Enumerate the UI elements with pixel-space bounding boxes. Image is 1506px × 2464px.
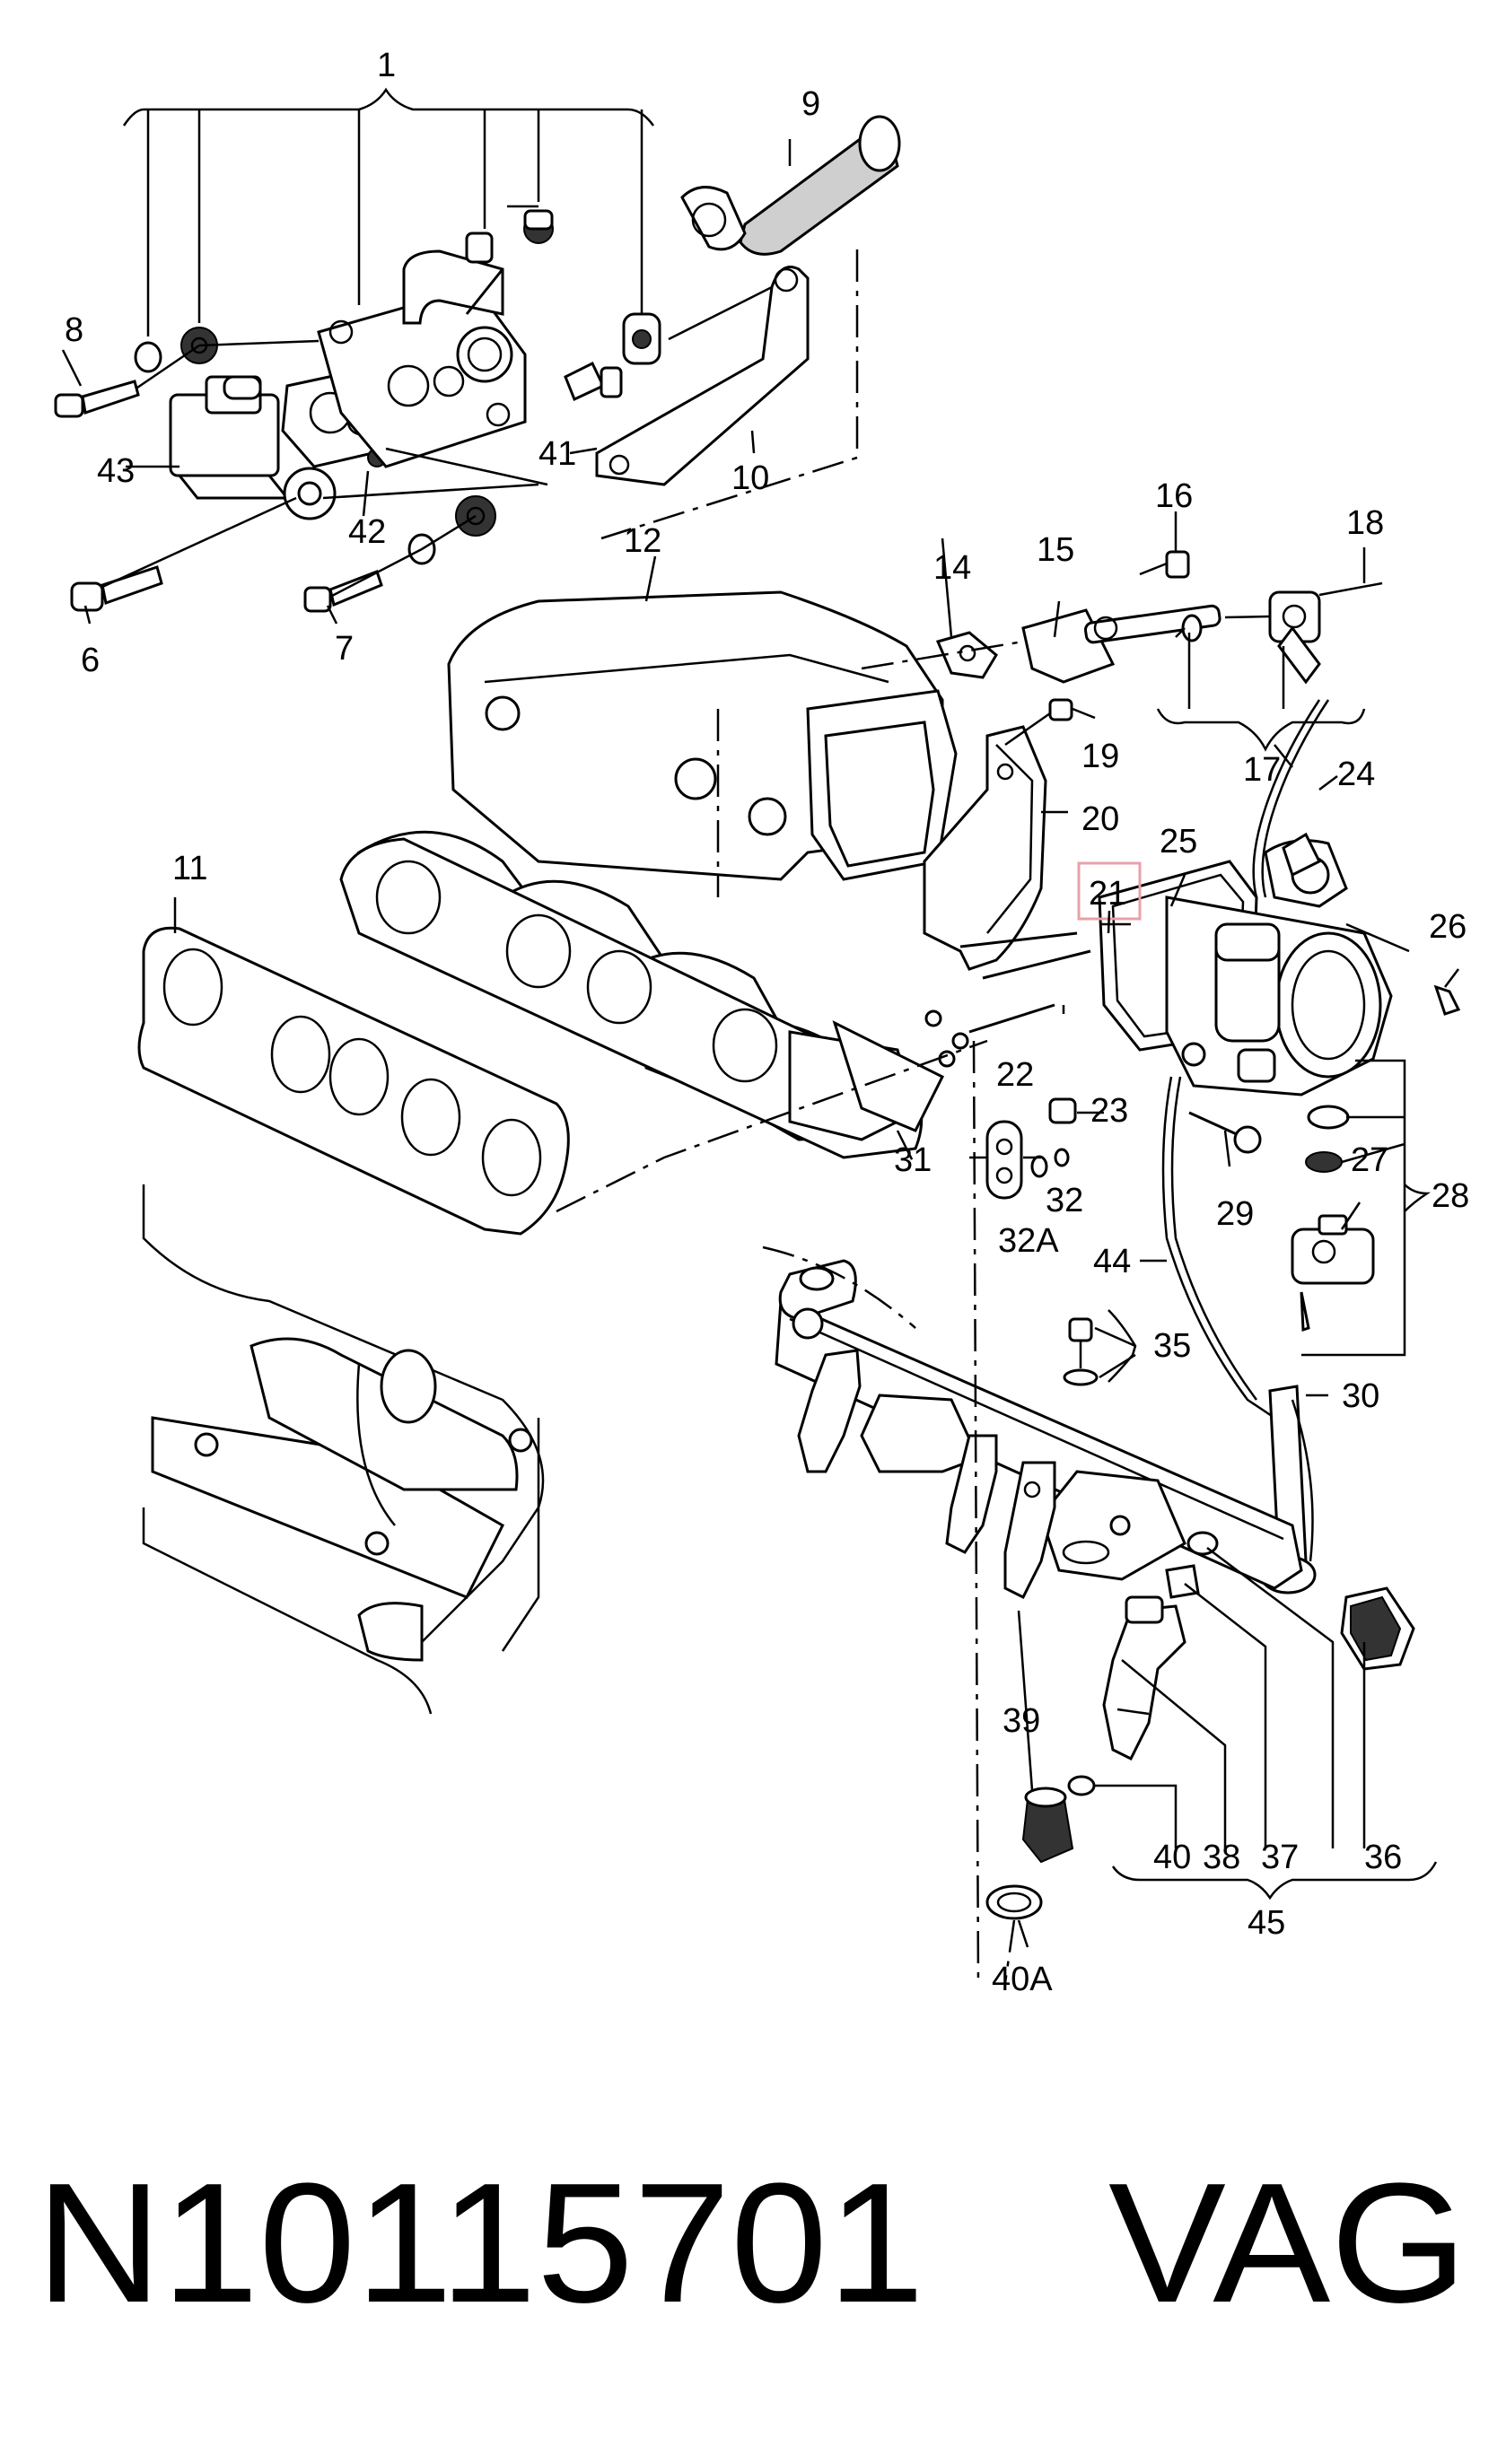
bolt-23: [1048, 1097, 1077, 1124]
screw-35: [1063, 1317, 1099, 1386]
callout-19: 19: [1081, 738, 1119, 775]
callout-27: 27: [1351, 1141, 1388, 1179]
callout-37: 37: [1261, 1839, 1299, 1876]
oring-40: [1067, 1775, 1096, 1796]
callout-1: 1: [377, 47, 396, 84]
callout-26: 26: [1429, 908, 1467, 946]
callout-11: 11: [172, 850, 207, 887]
bolt-6: [70, 565, 163, 612]
linkage-15: [1021, 604, 1221, 684]
brand-name: VAG: [1108, 2148, 1467, 2338]
throttle-body: [1165, 832, 1410, 1097]
callout-43: 43: [97, 452, 135, 490]
callout-28: 28: [1432, 1177, 1469, 1215]
callout-16: 16: [1155, 477, 1193, 515]
shield-20: [923, 725, 1047, 971]
regulator-36: [1340, 1586, 1415, 1671]
callout-36: 36: [1364, 1839, 1402, 1876]
callout-25: 25: [1160, 823, 1197, 861]
callout-17: 17: [1243, 751, 1281, 789]
washer-32a: [1030, 1155, 1048, 1178]
callout-12: 12: [624, 522, 661, 560]
injector-38: [1102, 1595, 1186, 1761]
callout-labels: 1 9 8 43 42 41 10 6 7 12 16 18 14 15 17 …: [65, 47, 1469, 1998]
sensor-18: [1268, 590, 1321, 685]
callout-31: 31: [894, 1141, 932, 1179]
idle-air-valve-group: [54, 87, 773, 613]
washer-17: [1181, 614, 1203, 642]
callout-30: 30: [1342, 1377, 1379, 1415]
bolts-22: [924, 931, 1091, 1068]
ring-28a: [1307, 1105, 1350, 1130]
callout-23: 23: [1090, 1092, 1128, 1130]
bracket-10: [595, 249, 859, 540]
bolt-8: [54, 380, 140, 418]
callout-15: 15: [1037, 531, 1074, 569]
callout-40a: 40A: [992, 1961, 1053, 1998]
callout-14: 14: [933, 549, 971, 587]
clip-37: [1165, 1564, 1200, 1599]
callout-41: 41: [538, 435, 576, 473]
callout-44: 44: [1093, 1243, 1131, 1280]
fuel-rail: [775, 1259, 1303, 1590]
callout-45: 45: [1248, 1904, 1285, 1942]
callout-32a: 32A: [998, 1222, 1059, 1260]
bolt-7: [303, 570, 383, 613]
cable-44: [1161, 1076, 1275, 1420]
screw-26: [1433, 984, 1461, 1016]
ring-28b: [1305, 1151, 1343, 1173]
callout-6: 6: [81, 642, 100, 679]
callout-35: 35: [1153, 1327, 1191, 1365]
hose-9: [680, 115, 901, 256]
callout-20: 20: [1081, 800, 1119, 838]
callout-8: 8: [65, 311, 83, 349]
callout-10: 10: [731, 459, 769, 497]
seal-14: [935, 631, 998, 679]
callout-7: 7: [335, 630, 354, 668]
cylinder-head: [142, 1184, 545, 1715]
bolt-41: [600, 366, 623, 398]
bolt-19: [1004, 698, 1073, 747]
callout-39: 39: [1003, 1702, 1040, 1740]
callout-32: 32: [1046, 1182, 1083, 1219]
callout-22: 22: [996, 1056, 1034, 1094]
screw-16: [1139, 550, 1190, 579]
washer-32: [1054, 1148, 1070, 1167]
idle-valve-43: [169, 375, 337, 520]
bolt-29: [1188, 1111, 1262, 1154]
hose-24: [1261, 699, 1330, 898]
sensor-27: [1291, 1214, 1375, 1332]
seal-39: [1021, 1787, 1074, 1864]
callout-21: 21: [1089, 875, 1126, 913]
callout-38: 38: [1203, 1839, 1240, 1876]
callout-42: 42: [348, 513, 386, 551]
injectors: [797, 1349, 1056, 1600]
ring-40a: [985, 1884, 1043, 1920]
callout-18: 18: [1346, 504, 1384, 542]
intake-manifold-12: [339, 590, 958, 1159]
bracket-31: [985, 1120, 1023, 1200]
callout-29: 29: [1216, 1195, 1254, 1233]
flange-plate: [317, 249, 527, 468]
manifold-gasket-11: [137, 926, 570, 1236]
callout-24: 24: [1337, 756, 1375, 793]
washer-8: [134, 341, 162, 373]
callout-40: 40: [1153, 1839, 1191, 1876]
callout-9: 9: [801, 85, 820, 123]
cap-small: [465, 232, 494, 264]
sleeve: [564, 361, 606, 402]
part-number: N10115701: [36, 2148, 924, 2338]
